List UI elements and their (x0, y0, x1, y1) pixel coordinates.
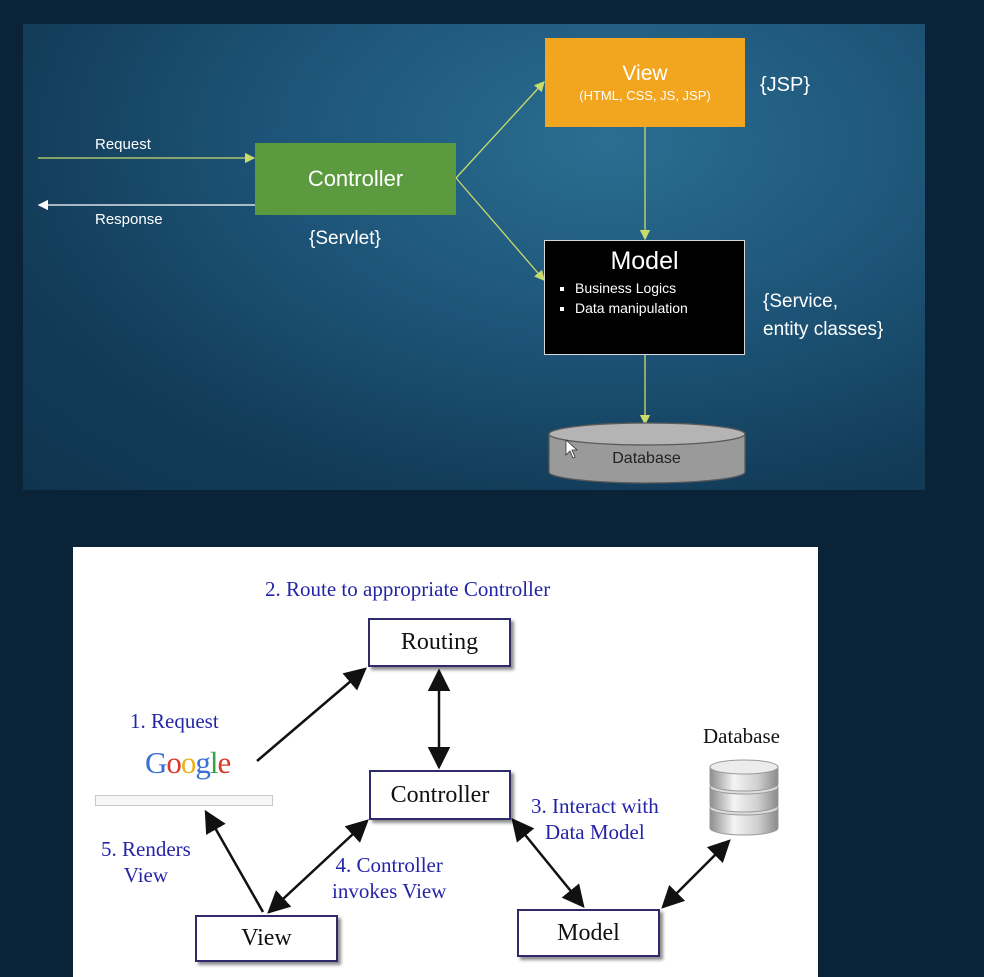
response-label: Response (95, 211, 163, 228)
controller-box: Controller (255, 143, 456, 215)
controller-box-bottom: Controller (369, 770, 511, 820)
step-1-label: 1. Request (130, 709, 219, 733)
routing-box-label: Routing (400, 629, 479, 655)
mouse-cursor-icon (565, 439, 579, 459)
controller-box-bottom-label: Controller (390, 781, 490, 808)
controller-to-view-arrow (455, 81, 545, 179)
model-box: Model Business Logics Data manipulation (544, 240, 745, 355)
view-box-label: View (622, 62, 668, 85)
database-label-bottom: Database (703, 724, 780, 748)
service-note: {Service, entity classes} (763, 291, 884, 340)
database-icon (709, 759, 779, 836)
model-box-label: Model (610, 247, 679, 275)
controller-to-model-arrow (455, 177, 545, 281)
view-box: View (HTML, CSS, JS, JSP) (545, 38, 745, 127)
model-box-bottom-label: Model (557, 919, 620, 946)
view-box-bottom-label: View (241, 925, 292, 951)
view-to-browser-arrow (204, 809, 265, 913)
servlet-mvc-panel: Request Response Controller {Servlet} Vi… (23, 24, 925, 490)
database-label: Database (612, 450, 681, 467)
step-4-label: 4. Controller invokes View (332, 853, 447, 903)
bottom-connectors (204, 667, 779, 914)
top-connectors (37, 81, 746, 484)
google-logo: Google (145, 745, 231, 780)
model-item: Business Logics (575, 278, 734, 298)
view-box-bottom: View (195, 915, 338, 962)
model-database-arrow (661, 839, 731, 909)
jsp-note: {JSP} (760, 74, 811, 96)
model-box-bottom: Model (517, 909, 660, 957)
step-2-label: 2. Route to appropriate Controller (265, 577, 551, 601)
step-5-label: 5. Renders View (101, 837, 191, 887)
controller-view-arrow (267, 819, 369, 914)
request-label: Request (95, 136, 151, 153)
controller-model-arrow (511, 818, 585, 908)
request-to-routing-arrow (256, 667, 367, 762)
servlet-note: {Servlet} (309, 228, 381, 249)
browser-search-bar (95, 795, 273, 806)
view-box-sublabel: (HTML, CSS, JS, JSP) (579, 88, 711, 103)
database-cylinder (548, 422, 746, 484)
model-items-list: Business Logics Data manipulation (555, 278, 734, 318)
step-3-label: 3. Interact with Data Model (531, 794, 659, 844)
model-item: Data manipulation (575, 298, 734, 318)
controller-box-label: Controller (307, 166, 404, 191)
routing-box: Routing (368, 618, 511, 667)
routing-mvc-panel: 2. Route to appropriate Controller Routi… (73, 547, 818, 977)
